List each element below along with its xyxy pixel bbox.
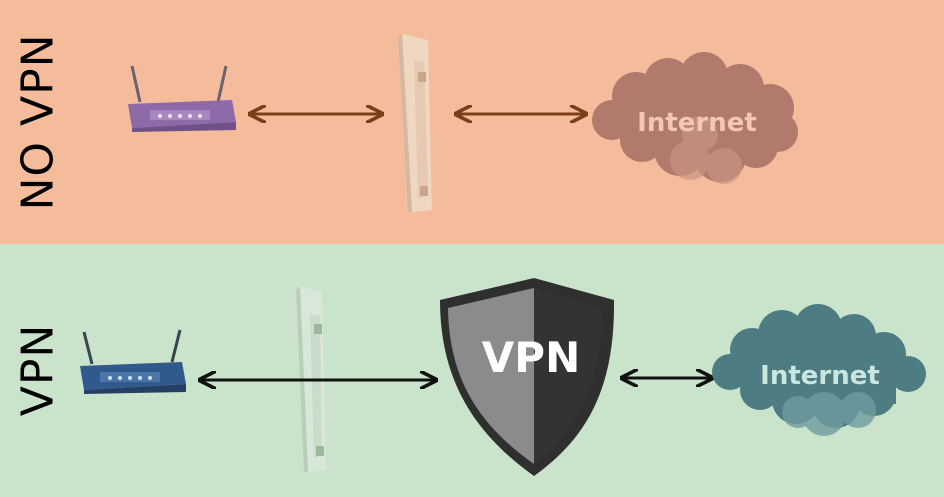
vpn-diagram: VPN xyxy=(80,278,926,476)
vpn-panel: VPN xyxy=(0,244,944,497)
no-vpn-panel: NO VPN xyxy=(0,0,944,244)
cloud-icon: Internet xyxy=(592,52,798,184)
shield-vpn-label: VPN xyxy=(482,333,580,382)
cloud-internet-label: Internet xyxy=(760,361,880,391)
no-vpn-diagram: Internet xyxy=(128,34,798,212)
router-icon xyxy=(128,65,236,132)
cloud-icon: Internet xyxy=(712,304,926,436)
server-icon xyxy=(398,34,432,212)
vpn-shield-icon: VPN xyxy=(440,278,615,476)
router-icon xyxy=(80,329,186,394)
cloud-internet-label: Internet xyxy=(637,108,757,138)
